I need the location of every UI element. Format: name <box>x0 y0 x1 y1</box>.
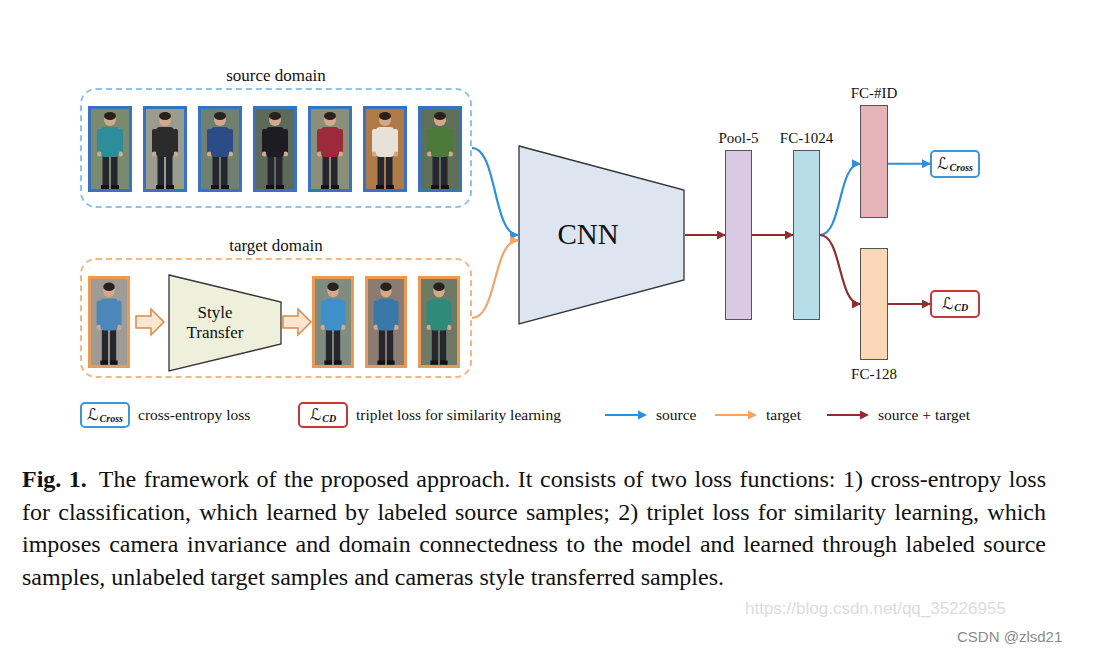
block-label: Style Transfer <box>178 303 252 342</box>
person-photo <box>253 106 297 192</box>
person-photo <box>363 106 407 192</box>
legend-loss-box: ℒCross <box>80 402 130 428</box>
caption-text: The framework of the proposed approach. … <box>22 466 1046 590</box>
loss-symbol: ℒ <box>942 296 954 312</box>
legend-text: target <box>766 406 801 424</box>
legend-text: triplet loss for similarity learning <box>356 406 561 424</box>
layer-bar: FC-#ID <box>860 105 888 218</box>
person-photo <box>365 276 407 368</box>
legend-item: ℒCross cross-entropy loss <box>80 401 250 429</box>
legend-loss-symbol: ℒ <box>87 407 99 423</box>
trapezoid-shape <box>169 275 281 371</box>
hollow-arrow <box>283 309 311 335</box>
domain-group: source domain <box>80 88 472 208</box>
legend-text: source <box>656 406 696 424</box>
loss-symbol: ℒ <box>937 156 949 172</box>
trapezoid-shape <box>519 146 684 324</box>
loss-box: ℒCD <box>930 290 980 318</box>
flow-arrow <box>820 235 860 304</box>
hollow-arrow <box>136 309 164 335</box>
legend-arrow <box>826 409 870 421</box>
layer-bar: Pool-5 <box>725 150 752 320</box>
person-photo <box>143 106 187 192</box>
flow-arrow <box>685 234 725 236</box>
legend-arrow <box>714 409 758 421</box>
watermark: CSDN @zlsd21 <box>957 627 1062 647</box>
legend-text: source + target <box>878 406 970 424</box>
figure-caption: Fig. 1.The framework of the proposed app… <box>22 463 1046 593</box>
person-photo <box>198 106 242 192</box>
legend-item: source <box>604 401 696 429</box>
person-photo <box>88 106 132 192</box>
legend-arrow-head <box>748 411 757 420</box>
legend-loss-symbol: ℒ <box>310 407 322 423</box>
legend-loss-subscript: Cross <box>100 414 123 424</box>
legend-arrow-shaft <box>827 414 862 416</box>
loss-subscript: CD <box>954 303 968 313</box>
flow-arrow <box>752 234 793 236</box>
flow-arrow <box>820 164 860 235</box>
layer-name: Pool-5 <box>718 129 758 147</box>
legend-loss-subscript: CD <box>322 414 336 424</box>
flow-arrow <box>888 163 930 165</box>
group-title: target domain <box>82 236 470 256</box>
legend-arrow <box>604 409 648 421</box>
layer-bar: FC-1024 <box>793 150 820 320</box>
loss-subscript: Cross <box>950 163 973 173</box>
legend-arrow-head <box>638 411 647 420</box>
flow-arrow <box>888 303 930 305</box>
legend-text: cross-entropy loss <box>138 406 250 424</box>
legend-item: ℒCD triplet loss for similarity learning <box>298 401 561 429</box>
person-photo <box>312 276 354 368</box>
person-photo <box>418 106 462 192</box>
layer-name: FC-128 <box>851 365 897 383</box>
figure-number: Fig. 1. <box>22 466 87 492</box>
block-label: CNN <box>557 218 618 251</box>
domain-group: target domainStyle Transfer <box>80 258 472 378</box>
layer-name: FC-1024 <box>780 129 833 147</box>
legend-arrow-shaft <box>605 414 640 416</box>
person-photo <box>418 276 460 368</box>
flow-arrow <box>472 148 518 235</box>
trapezoid-block: Style Transfer <box>168 274 282 372</box>
trapezoid-block: CNN <box>518 145 685 325</box>
text-holder: Style Transfer <box>178 274 252 372</box>
watermark: https://blog.csdn.net/qq_35226955 <box>745 599 1006 619</box>
person-photo <box>88 276 130 368</box>
legend-arrow-shaft <box>715 414 750 416</box>
group-title: source domain <box>82 66 470 86</box>
person-photo <box>308 106 352 192</box>
legend-loss-box: ℒCD <box>298 402 348 428</box>
legend-item: source + target <box>826 401 970 429</box>
flow-arrow <box>472 240 518 318</box>
layer-name: FC-#ID <box>851 84 898 102</box>
legend-arrow-head <box>860 411 869 420</box>
layer-bar: FC-128 <box>860 248 888 360</box>
text-holder: CNN <box>538 145 638 325</box>
legend-item: target <box>714 401 801 429</box>
loss-box: ℒCross <box>930 150 980 178</box>
